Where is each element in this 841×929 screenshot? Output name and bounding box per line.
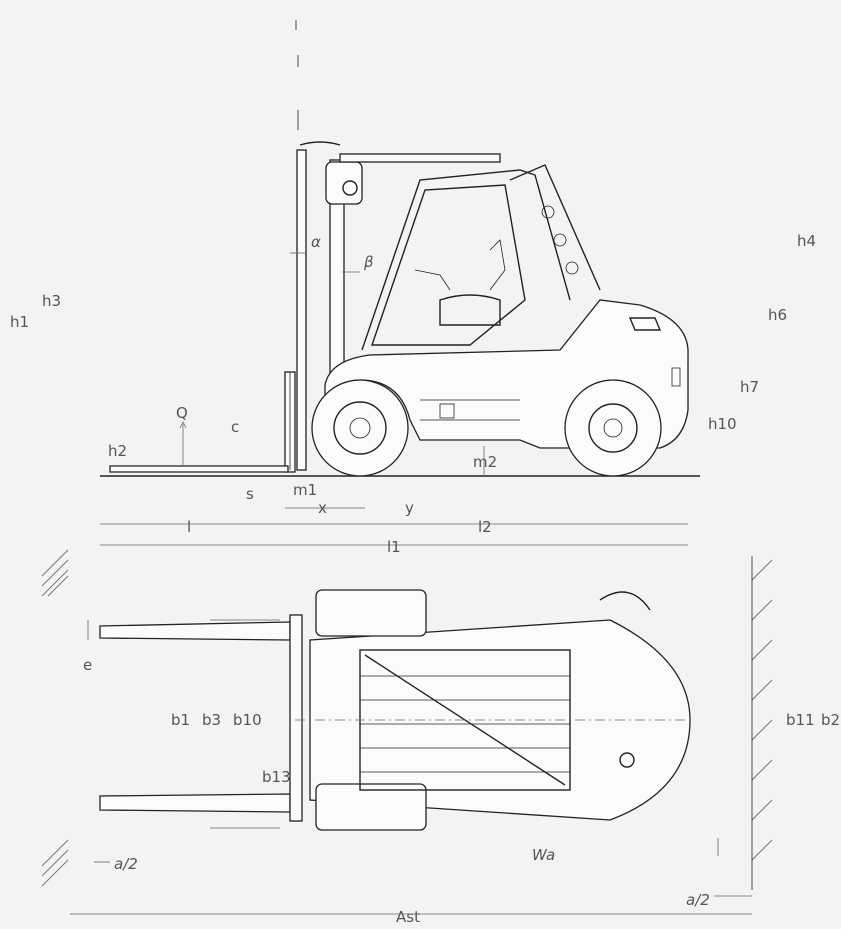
side-view: h1 h3 h4 h6 h7 h10 h2 Q c α β m2 m1 s x … [10, 20, 816, 556]
label-a-half-left: a/2 [114, 855, 138, 873]
front-wheel [311, 379, 409, 477]
side-dimensions [100, 252, 688, 546]
label-h2: h2 [108, 442, 127, 460]
wall-hatch-left-bottom [41, 839, 69, 887]
label-l2: l2 [478, 518, 492, 536]
label-ast: Ast [396, 908, 420, 926]
label-b2: b2 [821, 711, 840, 729]
wall-hatch-left-top [41, 549, 69, 597]
forks-side [109, 371, 296, 473]
label-b13: b13 [262, 768, 291, 786]
top-view: e b1 b3 b10 b13 b11 b2 a/2 a/2 Wa Ast [41, 549, 840, 926]
label-m2: m2 [473, 453, 497, 471]
label-c: c [231, 418, 239, 436]
label-l: l [187, 518, 191, 536]
label-alpha: α [311, 233, 321, 251]
label-h4: h4 [797, 232, 816, 250]
label-q: Q [176, 404, 188, 422]
wall-hatch-right [751, 556, 773, 890]
label-y: y [405, 499, 414, 517]
label-b3: b3 [202, 711, 221, 729]
label-m1: m1 [293, 481, 317, 499]
label-beta: β [363, 253, 374, 271]
label-h3: h3 [42, 292, 61, 310]
label-h6: h6 [768, 306, 787, 324]
rear-wheel [564, 379, 662, 477]
label-b10: b10 [233, 711, 262, 729]
label-a-half-right: a/2 [686, 891, 710, 909]
top-dimensions [70, 619, 752, 915]
label-b11: b11 [786, 711, 815, 729]
label-s: s [246, 485, 254, 503]
label-h7: h7 [740, 378, 759, 396]
label-x: x [318, 499, 327, 517]
label-e: e [83, 656, 92, 674]
label-l1: l1 [387, 538, 401, 556]
label-wa: Wa [532, 846, 555, 864]
label-h10: h10 [708, 415, 737, 433]
cab [361, 164, 601, 351]
label-h1: h1 [10, 313, 29, 331]
label-b1: b1 [171, 711, 190, 729]
truck-body-top [309, 589, 691, 831]
forks-top [99, 614, 303, 822]
